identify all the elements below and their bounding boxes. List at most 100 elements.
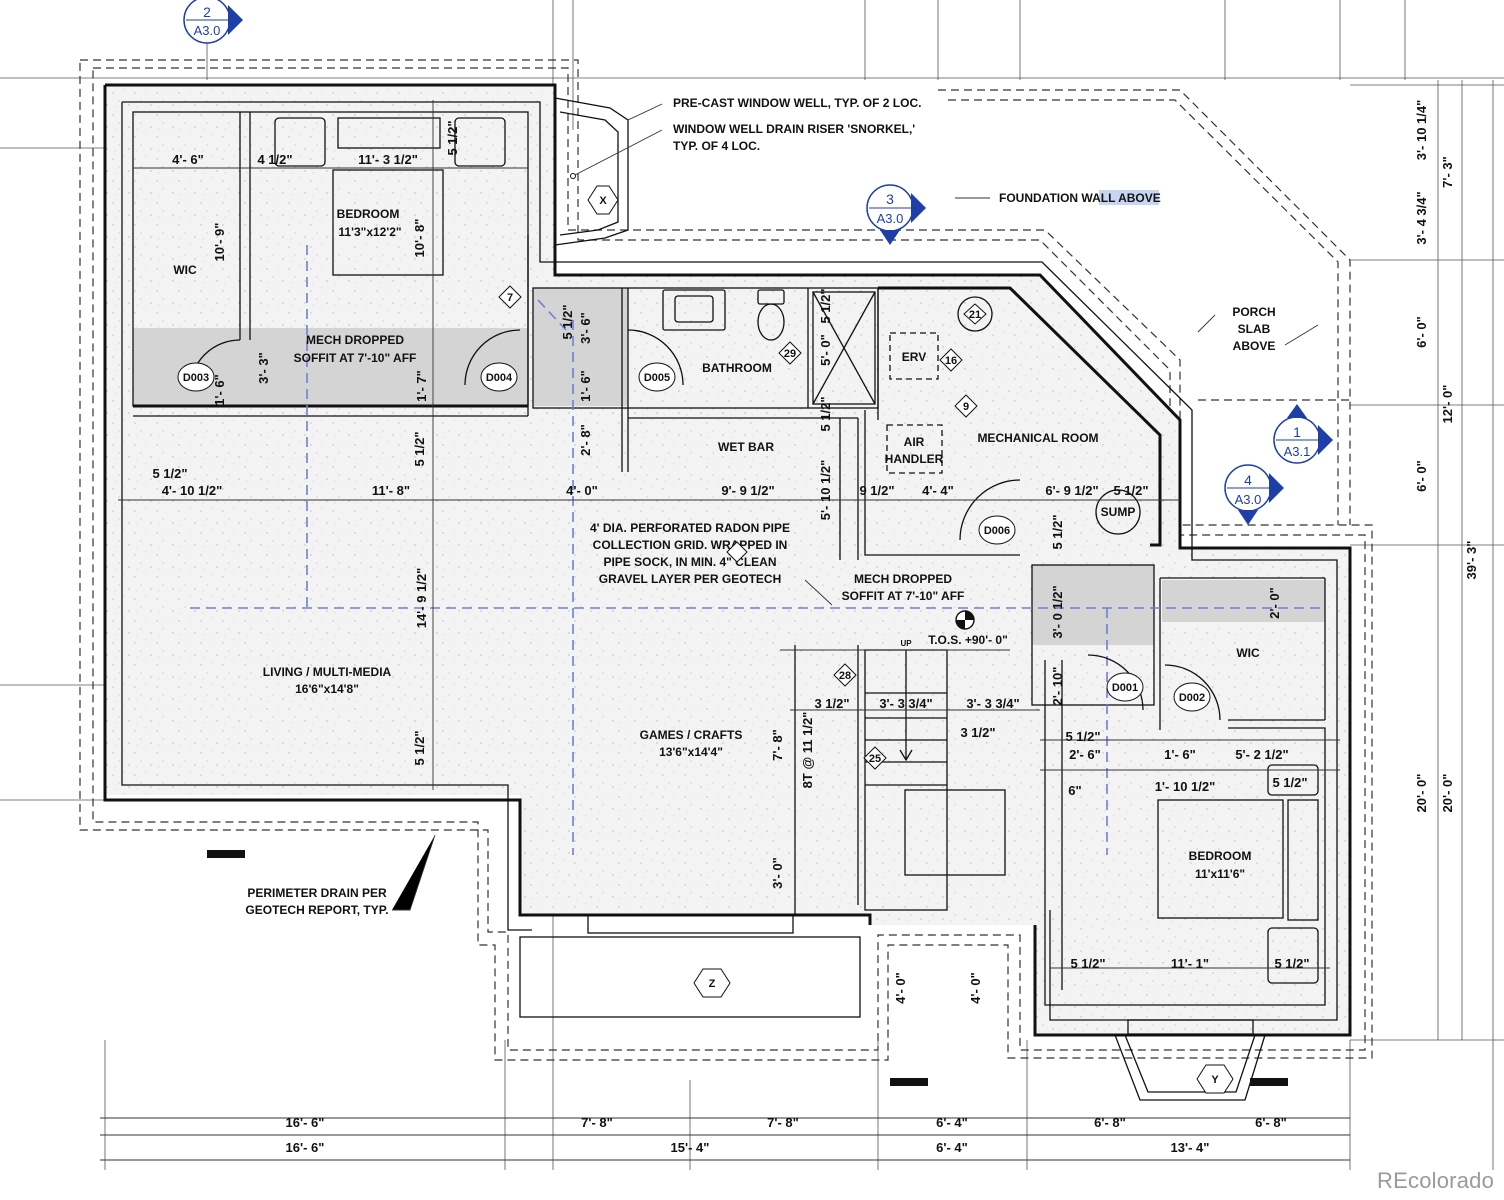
dim: 11'- 3 1/2" — [358, 152, 418, 167]
dim: 7'- 8" — [770, 729, 785, 761]
dim: 3 1/2" — [814, 696, 849, 711]
dim: 3 1/2" — [960, 725, 995, 740]
keynote: 21 — [969, 309, 981, 321]
note-foundation-prefix: FOUNDATION WA — [999, 191, 1101, 205]
room-name-living: LIVING / MULTI-MEDIA — [263, 665, 392, 679]
stair-up: UP — [900, 639, 912, 648]
room-name-wic-1: WIC — [173, 263, 197, 277]
dim: 5 1/2" — [152, 466, 187, 481]
well-tag: X — [599, 195, 607, 207]
dim: 4'- 10 1/2" — [162, 483, 223, 498]
dim: 3'- 3 3/4" — [879, 696, 932, 711]
mech-soffit-2-line1: MECH DROPPED — [854, 572, 952, 586]
dim: 6" — [1068, 783, 1081, 798]
dimensions-top: 4'- 6" 4 1/2" 11'- 3 1/2" 5 1/2" 10'- 9"… — [172, 120, 833, 455]
section-marker-3[interactable]: 3 A3.0 — [866, 184, 926, 245]
dim: 14'- 9 1/2" — [414, 568, 429, 629]
room-name-sump: SUMP — [1101, 505, 1136, 519]
room-name-bedroom-2: BEDROOM — [1189, 849, 1252, 863]
dim: 11'- 1" — [1171, 956, 1209, 971]
porch-line3: ABOVE — [1233, 339, 1276, 353]
dim: 11'- 8" — [372, 483, 410, 498]
room-labels: BEDROOM 11'3"x12'2" WIC MECH DROPPED SOF… — [173, 207, 1275, 881]
radon-pipe-grid — [190, 245, 1325, 855]
dim: 1'- 6" — [578, 370, 593, 402]
mech-soffit-1-line1: MECH DROPPED — [306, 333, 404, 347]
dim: 5 1/2" — [1050, 514, 1065, 549]
dim: 2'- 0" — [1267, 587, 1282, 619]
note-drain-riser-line2: TYP. OF 4 LOC. — [673, 139, 760, 153]
dim: 39'- 3" — [1464, 541, 1479, 580]
room-name-erv: ERV — [902, 350, 926, 364]
dim: 7'- 3" — [1440, 156, 1455, 188]
dim: 5 1/2" — [1070, 956, 1105, 971]
dim: 20'- 0" — [1414, 774, 1429, 813]
dim: 3'- 10 1/4" — [1414, 100, 1429, 161]
dim: 3'- 0 1/2" — [1050, 585, 1065, 638]
well-tag: Z — [709, 978, 716, 990]
dim: 5 1/2" — [1272, 775, 1307, 790]
dim: 5 1/2" — [1113, 483, 1148, 498]
section-marker-num: 2 — [203, 4, 211, 20]
watermark: REcolorado — [1377, 1168, 1494, 1193]
dim: 6'- 0" — [1414, 316, 1429, 348]
dim: 2'- 6" — [1069, 747, 1101, 762]
air-handler-line2: HANDLER — [885, 452, 944, 466]
note-perimeter-line2: GEOTECH REPORT, TYP. — [245, 903, 388, 917]
section-marker-num: 4 — [1244, 472, 1252, 488]
section-marker-4[interactable]: 4 A3.0 — [1224, 464, 1284, 525]
dim: 6'- 4" — [936, 1140, 968, 1155]
dim: 5 1/2" — [412, 431, 427, 466]
door-swings — [189, 329, 1221, 721]
fixtures — [274, 97, 1319, 1101]
dim: 4'- 4" — [922, 483, 954, 498]
dim: 4'- 6" — [172, 152, 204, 167]
dim: 4'- 0" — [893, 972, 908, 1004]
dim: 5 1/2" — [412, 730, 427, 765]
dim: 1'- 10 1/2" — [1155, 779, 1216, 794]
dimensions-bottom: 16'- 6" 7'- 8" 7'- 8" 6'- 4" 6'- 8" 6'- … — [286, 1115, 1287, 1155]
perimeter-drain-lines — [79, 59, 1373, 1061]
porch-line2: SLAB — [1238, 322, 1271, 336]
door-tag: D004 — [486, 372, 513, 384]
dim: 15'- 4" — [671, 1140, 710, 1155]
room-name-games: GAMES / CRAFTS — [640, 728, 743, 742]
dim: 12'- 0" — [1440, 385, 1455, 424]
scale-bars — [207, 850, 1288, 1086]
window-well-tags: X Z Y — [587, 185, 1234, 1094]
section-marker-sheet: A3.0 — [1235, 492, 1262, 507]
dim: 5 1/2" — [1065, 729, 1100, 744]
dimensions-right: 3'- 10 1/4" 7'- 3" 3'- 4 3/4" 6'- 0" 12'… — [1414, 100, 1479, 813]
door-tag: D003 — [183, 372, 209, 384]
dimension-lines — [100, 100, 1350, 1161]
door-tags: D003 D004 D005 D006 D001 D002 — [177, 362, 1211, 712]
dim: 20'- 0" — [1440, 774, 1455, 813]
dim: 1'- 6" — [212, 374, 227, 406]
mech-soffit-2-line2: SOFFIT AT 7'-10" AFF — [842, 589, 965, 603]
dim: 10'- 8" — [412, 219, 427, 258]
note-radon-line1: 4' DIA. PERFORATED RADON PIPE — [590, 521, 790, 535]
floor-fill — [105, 85, 1350, 1035]
soffit-areas — [133, 288, 1325, 645]
dim: 10'- 9" — [212, 223, 227, 262]
room-name-mechanical: MECHANICAL ROOM — [977, 431, 1098, 445]
dim: 9 1/2" — [859, 483, 894, 498]
keynote: 7 — [507, 292, 513, 304]
section-marker-2[interactable]: 2 A3.0 — [183, 0, 243, 44]
dim: 1'- 7" — [414, 370, 429, 402]
dim: 6'- 4" — [936, 1115, 968, 1130]
keynote: 16 — [945, 355, 957, 367]
section-marker-1[interactable]: 1 A3.1 — [1273, 404, 1333, 464]
interior-walls — [132, 111, 1326, 1006]
room-name-wic-2: WIC — [1236, 646, 1260, 660]
room-size-bedroom-2: 11'x11'6" — [1195, 867, 1245, 881]
dim: 3'- 0" — [770, 857, 785, 889]
section-marker-sheet: A3.0 — [877, 211, 904, 226]
section-marker-sheet: A3.1 — [1284, 444, 1311, 459]
dim: 6'- 8" — [1094, 1115, 1126, 1130]
dim: 3'- 6" — [578, 312, 593, 344]
dim: 2'- 10" — [1050, 667, 1065, 706]
mech-soffit-1-line2: SOFFIT AT 7'-10" AFF — [294, 351, 417, 365]
notes: PRE-CAST WINDOW WELL, TYP. OF 2 LOC. WIN… — [245, 96, 1319, 917]
